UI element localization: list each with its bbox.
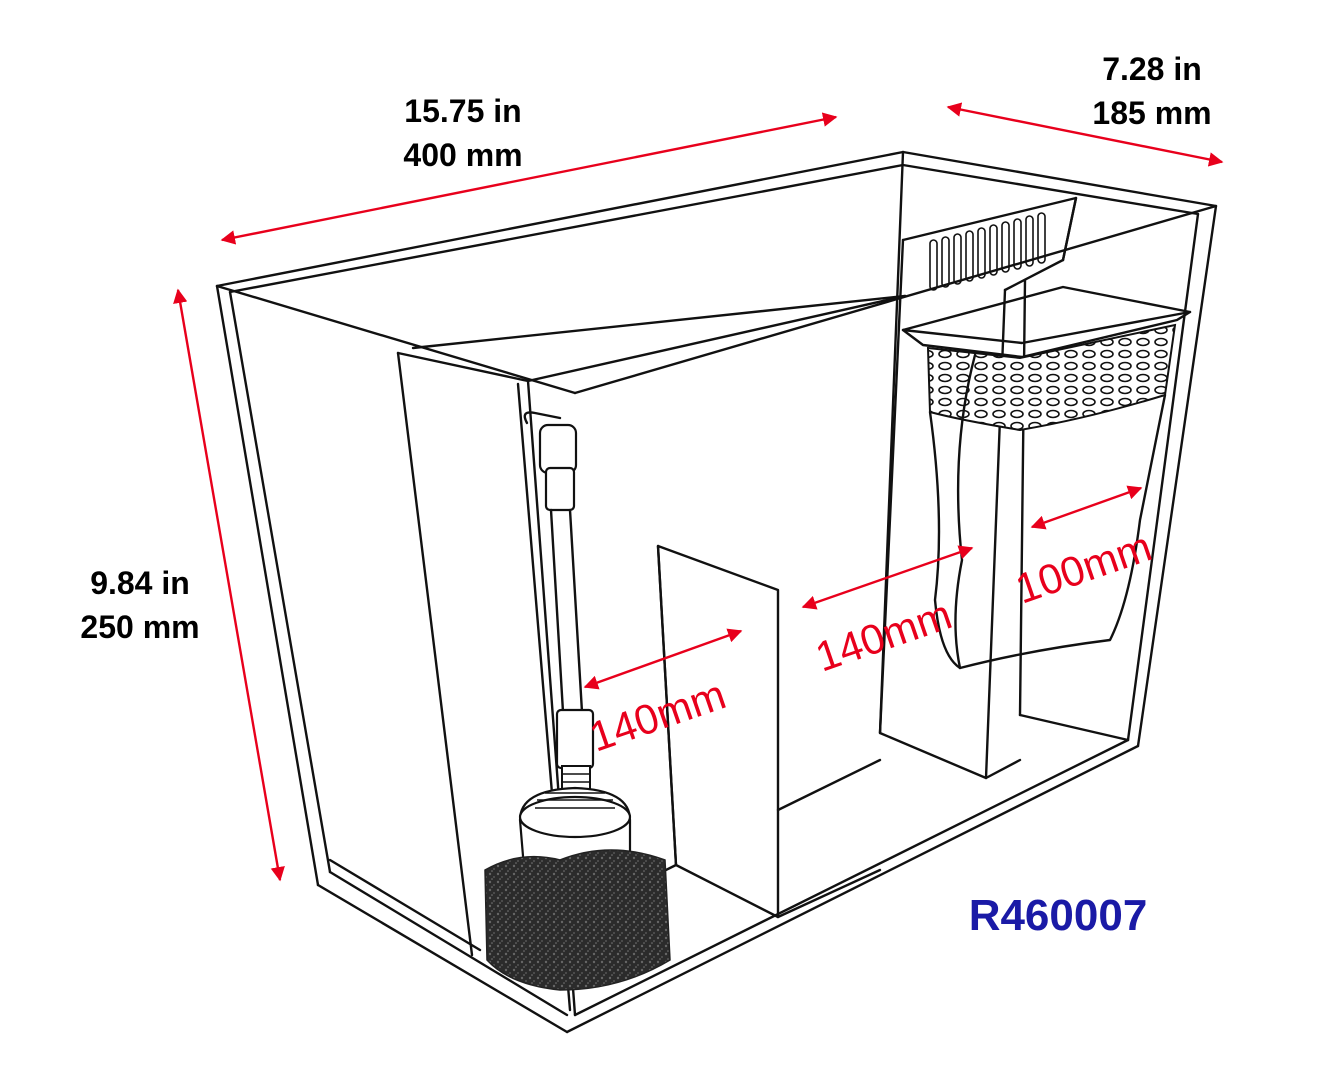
chamber-3-arrow — [1030, 485, 1143, 530]
chamber-2-arrow — [801, 545, 974, 610]
chamber-1-label: 140mm — [584, 670, 732, 760]
height-arrow — [173, 288, 285, 882]
overflow-comb — [929, 212, 1046, 291]
filter-sock — [901, 285, 1192, 670]
chamber-3-label: 100mm — [1010, 522, 1158, 612]
depth-mm-label: 185 mm — [1092, 95, 1211, 131]
dimension-labels: 15.75 in 400 mm 7.28 in 185 mm 9.84 in 2… — [80, 51, 1211, 645]
length-in-label: 15.75 in — [404, 93, 521, 129]
chamber-labels: 140mm 140mm 100mm — [584, 522, 1158, 760]
depth-arrow — [946, 102, 1224, 167]
dimension-arrows — [173, 102, 1224, 882]
right-baffle — [878, 196, 1078, 780]
depth-in-label: 7.28 in — [1102, 51, 1202, 87]
length-mm-label: 400 mm — [403, 137, 522, 173]
length-arrow — [220, 112, 838, 245]
return-pump — [484, 411, 671, 991]
model-code: R460007 — [969, 891, 1148, 940]
height-in-label: 9.84 in — [90, 565, 190, 601]
chamber-1-arrow — [583, 628, 743, 690]
height-mm-label: 250 mm — [80, 609, 199, 645]
